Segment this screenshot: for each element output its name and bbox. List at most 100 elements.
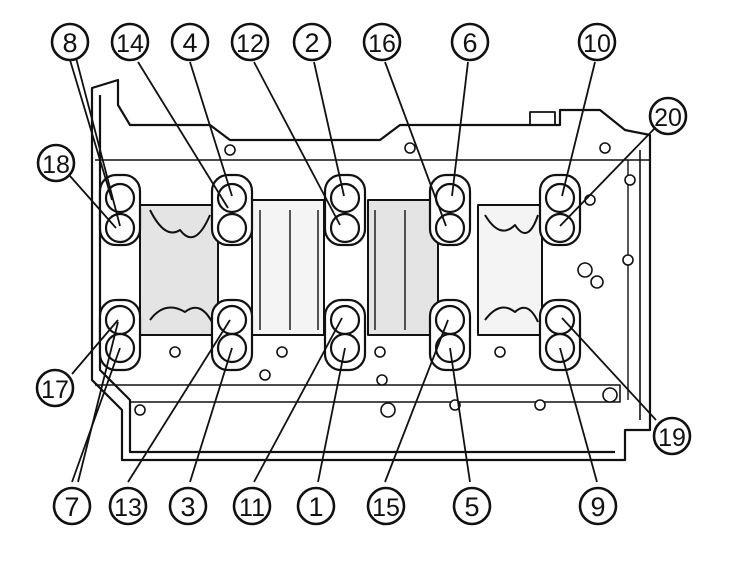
callout-16: 16 xyxy=(362,22,402,62)
callout-1-label: 1 xyxy=(308,492,323,522)
leader-9 xyxy=(559,347,598,483)
leader-15 xyxy=(384,319,449,483)
bolt-head xyxy=(329,182,361,214)
leader-7 xyxy=(71,347,121,483)
callout-19-label: 19 xyxy=(658,424,686,452)
hole xyxy=(404,142,416,154)
hole xyxy=(622,254,634,266)
leader-7b xyxy=(77,321,119,483)
leader-3 xyxy=(189,347,233,483)
bearing-webs xyxy=(139,199,543,336)
block-outline xyxy=(90,78,652,462)
callout-15-label: 15 xyxy=(372,494,400,522)
callout-2: 2 xyxy=(292,22,332,62)
hole xyxy=(602,387,618,403)
callout-15: 15 xyxy=(366,486,406,526)
hole xyxy=(584,194,596,206)
callout-16-label: 16 xyxy=(368,30,396,58)
callout-17: 17 xyxy=(35,368,75,408)
callout-13-label: 13 xyxy=(114,494,142,522)
callout-9-label: 9 xyxy=(590,492,605,522)
bolt-head xyxy=(329,212,361,244)
hole xyxy=(169,346,181,358)
hole xyxy=(577,262,593,278)
callout-10-label: 10 xyxy=(583,30,611,58)
callout-20: 20 xyxy=(648,96,688,136)
callout-14-label: 14 xyxy=(116,30,144,58)
engine-block-drawing xyxy=(90,78,652,462)
bolt-head xyxy=(104,182,136,214)
bay-3 xyxy=(367,199,439,336)
inner-rail-left xyxy=(98,95,615,454)
callout-3-label: 3 xyxy=(180,492,195,522)
bay-2 xyxy=(251,199,325,336)
leader-11 xyxy=(253,317,343,483)
callout-5-label: 5 xyxy=(464,492,479,522)
callout-13: 13 xyxy=(108,486,148,526)
callout-9: 9 xyxy=(578,486,618,526)
web-lines-3 xyxy=(374,210,406,330)
callout-10: 10 xyxy=(577,22,617,62)
hole xyxy=(624,174,636,186)
leader-5 xyxy=(449,347,471,483)
hole xyxy=(259,369,271,381)
leader-8b xyxy=(75,57,121,227)
callout-12-label: 12 xyxy=(236,30,264,58)
callout-19: 19 xyxy=(652,416,692,456)
callout-labels: 8 14 4 12 2 16 6 10 18 20 17 19 7 13 3 1… xyxy=(35,22,692,526)
hole xyxy=(590,275,604,289)
bolt-head xyxy=(544,304,576,336)
callout-11-label: 11 xyxy=(239,494,265,522)
callout-1: 1 xyxy=(296,486,336,526)
callout-20-label: 20 xyxy=(654,104,682,132)
bolt-head xyxy=(216,304,248,336)
callout-8-label: 8 xyxy=(62,28,77,58)
hole xyxy=(599,142,611,154)
leader-14 xyxy=(137,61,229,209)
bolt-head xyxy=(544,212,576,244)
small-holes xyxy=(134,142,636,418)
leader-2 xyxy=(313,61,345,197)
leader-6 xyxy=(451,61,469,197)
leader-17 xyxy=(71,319,119,375)
web-curve-1 xyxy=(149,209,211,239)
hole xyxy=(276,346,288,358)
web-lines-2 xyxy=(259,210,319,330)
callout-5: 5 xyxy=(452,486,492,526)
hole xyxy=(380,402,396,418)
callout-14: 14 xyxy=(110,22,150,62)
bolt-head xyxy=(434,304,466,336)
leader-1 xyxy=(317,347,346,483)
callout-7: 7 xyxy=(52,486,92,526)
callout-18-label: 18 xyxy=(42,151,70,179)
callout-11: 11 xyxy=(232,486,272,526)
callout-6: 6 xyxy=(450,22,490,62)
callout-18: 18 xyxy=(36,143,76,183)
hole xyxy=(134,404,146,416)
leader-12 xyxy=(253,61,341,226)
web-curve-5 xyxy=(149,306,213,323)
leader-13 xyxy=(127,319,231,483)
leader-16 xyxy=(384,61,447,227)
callout-4-label: 4 xyxy=(182,28,197,58)
leader-10 xyxy=(561,61,596,197)
web-curve-6 xyxy=(484,306,539,323)
top-tab xyxy=(529,111,556,125)
leader-lines xyxy=(69,57,657,483)
leader-8 xyxy=(69,59,113,201)
hole xyxy=(534,399,546,411)
bolt-head xyxy=(216,182,248,214)
bolt-head xyxy=(216,212,248,244)
callout-8: 8 xyxy=(50,22,90,62)
leader-4 xyxy=(189,61,233,197)
bay-4 xyxy=(477,204,543,336)
leader-18 xyxy=(69,175,117,229)
hole xyxy=(224,144,236,156)
bolt-head xyxy=(544,182,576,214)
hole xyxy=(494,346,506,358)
web-curve-4 xyxy=(484,214,539,234)
bolt-head xyxy=(434,212,466,244)
callout-3: 3 xyxy=(168,486,208,526)
bolt-head xyxy=(434,182,466,214)
